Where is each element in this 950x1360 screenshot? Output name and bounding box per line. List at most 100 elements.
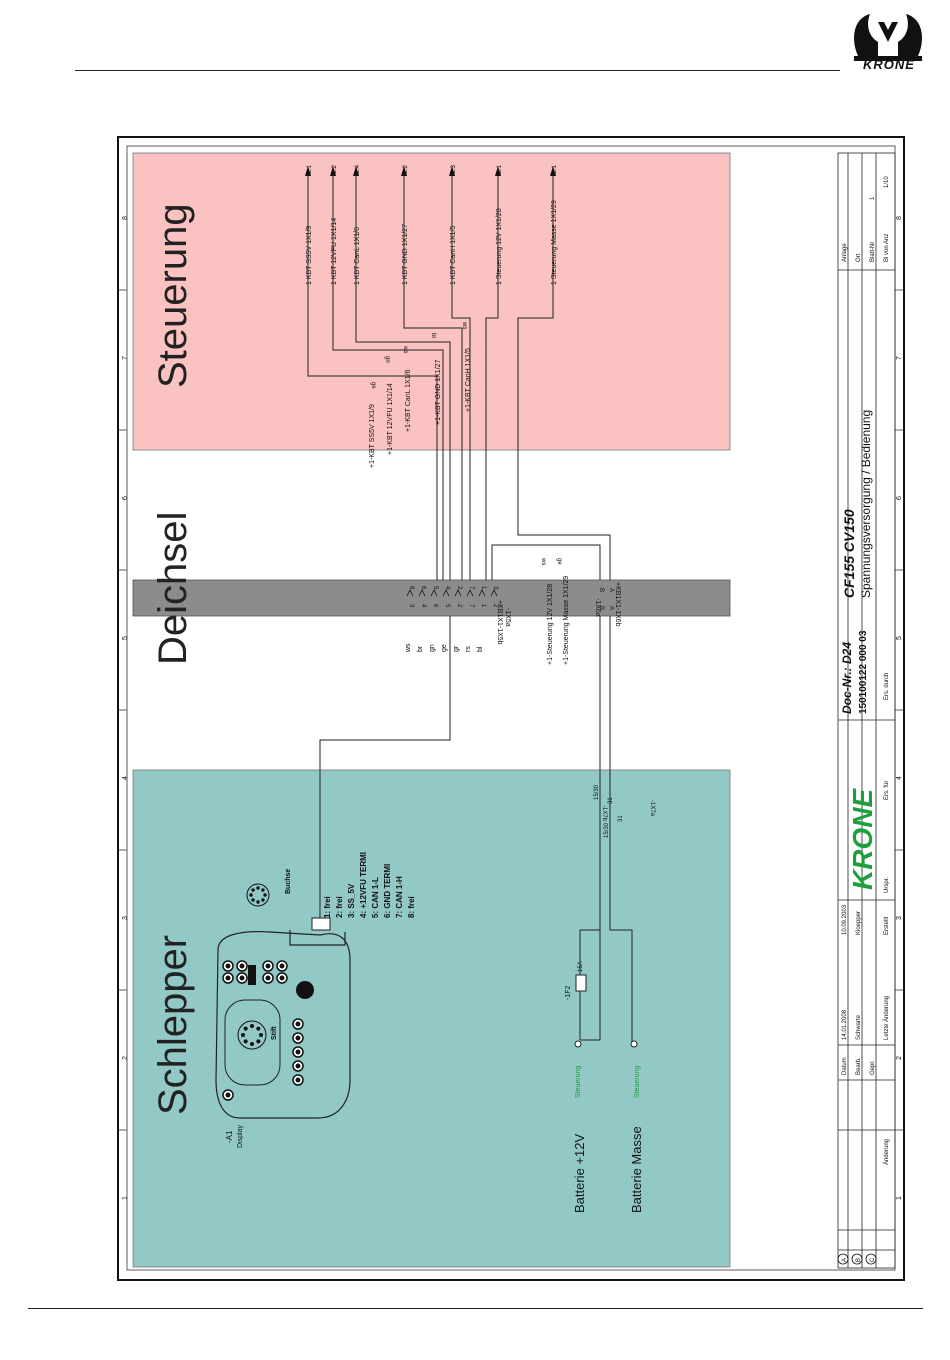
- connector-x5a-label: -1X5a: [504, 608, 511, 627]
- pin-chevron-icon: [490, 589, 498, 597]
- output-signals: 1 KBT SS5V 1X1/9/2.11 KBT 12VFU 1X1/14/2…: [305, 164, 558, 285]
- pin-top: 6: [420, 586, 426, 590]
- doc-id: 150100122 000 03: [858, 630, 869, 714]
- svg-text:C: C: [870, 1257, 876, 1262]
- pin-top: 1: [480, 586, 486, 590]
- model-title: CF155 CV150: [841, 509, 857, 598]
- revision-marker-icon: [865, 1253, 877, 1265]
- pin-chevron-icon: [454, 589, 462, 597]
- battery-minus-terminal-icon: [630, 1040, 638, 1048]
- grid-number-left: 8: [122, 216, 129, 220]
- svg-text:Bl von Anz: Bl von Anz: [884, 234, 890, 262]
- connector-x5b-label: +KB1X1-1X5b: [496, 600, 503, 645]
- steuer-wire-labels: +1-Steuerung 12V 1X1/28 +1-Steuerung Mas…: [547, 576, 570, 665]
- pin-list-item: 8: frei: [407, 896, 416, 918]
- grid-number-right: 1: [896, 1196, 903, 1200]
- krone-title-logo: KRONE: [847, 788, 878, 890]
- pin-top: 7: [468, 586, 474, 590]
- pin-bottom: 3: [408, 604, 414, 608]
- wire-label: +1-KBT 12VFU 1X1/14: [387, 383, 394, 455]
- steuerung-tag-plus: Steuerung: [575, 1066, 582, 1098]
- pin-bottom: 6: [432, 604, 438, 608]
- pin-chevron-icon: [478, 589, 486, 597]
- pin-bottom: 5: [444, 604, 450, 608]
- pin-top: 4: [444, 586, 450, 590]
- grid-number-right: 3: [896, 916, 903, 920]
- wire-label: +1-KBT CanL 1X1/6: [405, 369, 412, 432]
- output-label: 1 Steuerung 12V 1X1/28: [496, 208, 503, 285]
- pin-top: 5: [432, 586, 438, 590]
- grid-ticks: [118, 289, 904, 1131]
- svg-text:Blatt-Nr: Blatt-Nr: [870, 242, 876, 262]
- fuse-label: -1F2: [565, 986, 572, 1001]
- output-ref: /2.2: [332, 164, 338, 175]
- svg-text:Gepr.: Gepr.: [870, 1060, 876, 1075]
- svg-text:1: 1: [870, 196, 876, 200]
- output-ref: /2.3: [451, 164, 457, 175]
- grid-number-left: 7: [122, 356, 129, 360]
- battery-minus-label: Batterie Masse: [629, 1126, 644, 1213]
- steuer-pin: B: [598, 606, 604, 610]
- output-arrow-icon: [495, 166, 501, 176]
- grid-number-left: 2: [122, 1056, 129, 1060]
- pin-bottom: 1: [480, 604, 486, 608]
- grid-number-left: 1: [122, 1196, 129, 1200]
- pin-top: 2: [456, 586, 462, 590]
- pin-list-item: 4: +12VFU TERMI: [359, 852, 368, 918]
- pin-bottom: 7: [468, 604, 474, 608]
- color-code: gn: [384, 356, 390, 363]
- grid-number-right: 6: [896, 496, 903, 500]
- steuer-pin: B: [598, 588, 604, 592]
- pin-chevron-icon: [442, 589, 450, 597]
- grid-number-left: 4: [122, 776, 129, 780]
- pin-chevron-icon: [418, 589, 426, 597]
- svg-text:Änderung: Änderung: [883, 1139, 890, 1165]
- svg-text:-1X7b: -1X7b: [601, 805, 607, 822]
- pin-list-item: 3: SS_5V: [347, 883, 356, 918]
- pin-list-item: 7: CAN 1-H: [395, 876, 404, 918]
- svg-text:Ers. durch: Ers. durch: [884, 673, 890, 700]
- pin-chevron-icon: [406, 589, 414, 597]
- output-arrow-icon: [353, 166, 359, 176]
- output-ref: /2.4: [355, 164, 361, 175]
- display-unit: [215, 930, 351, 1119]
- fuse-icon: [575, 974, 587, 992]
- svg-text:Bearb.: Bearb.: [856, 1057, 862, 1075]
- pin-top: 8: [408, 586, 414, 590]
- battery-plus-label: Batterie +12V: [572, 1134, 587, 1213]
- section-title-deichsel: Deichsel: [151, 512, 195, 665]
- wire-labels: +1-KBT SS5V 1X1/9+1-KBT 12VFU 1X1/14+1-K…: [369, 348, 472, 468]
- title-block: [837, 152, 896, 1269]
- stift-connector-icon: [237, 1020, 267, 1050]
- display-bar-icon: [248, 965, 256, 985]
- display-label: -A1: [225, 1130, 234, 1143]
- output-label: 1 KBT GND 1X1/27: [402, 224, 409, 285]
- wire-color: bl: [477, 646, 484, 652]
- wire-color: br: [417, 645, 424, 652]
- footer-rule: [28, 1308, 923, 1309]
- battery-lines: [579, 929, 633, 1040]
- color-code: ws: [402, 345, 408, 353]
- pin-bottom: 2: [456, 604, 462, 608]
- output-ref: /2.1: [307, 164, 313, 175]
- grid-number-right: 7: [896, 356, 903, 360]
- svg-text:Anlage: Anlage: [842, 243, 848, 262]
- grid-numbers: 1 1 2 2 3 3 4 4 5 5 6 6 7 7 8 8: [122, 216, 903, 1200]
- stift-housing: [224, 999, 281, 1086]
- grid-number-left: 5: [122, 636, 129, 640]
- steuer-wire-color: ge: [556, 558, 562, 565]
- output-label: 1 KBT CanH 1X1/5: [450, 225, 457, 285]
- wire-label: +1-KBT CanH 1X1/5: [465, 348, 472, 412]
- output-arrow-icon: [550, 166, 556, 176]
- revision-marker-icon: [837, 1253, 849, 1265]
- pin-bottom: 2: [492, 604, 498, 608]
- pin-list-item: 2: frei: [335, 896, 344, 918]
- steuer-pin: A: [608, 606, 614, 610]
- title-block-text: Anlage Ort Blatt-Nr 1 Bl von Anz 1/10 Da…: [842, 176, 890, 1165]
- grid-number-right: 2: [896, 1056, 903, 1060]
- svg-text:Letzte Änderung: Letzte Änderung: [883, 996, 890, 1040]
